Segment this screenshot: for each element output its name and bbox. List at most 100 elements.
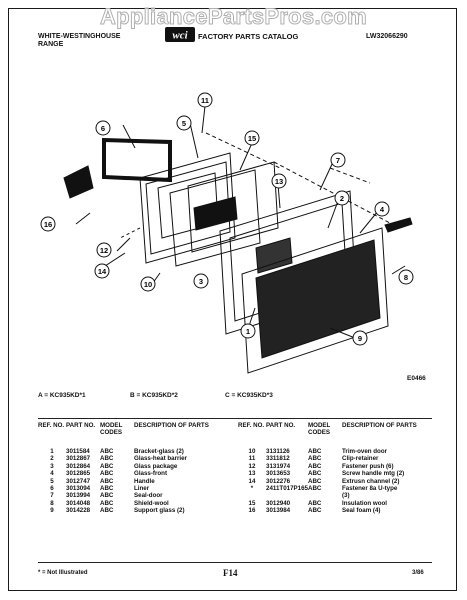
description-cell: Fastener push (6) xyxy=(341,462,394,470)
callout-5: 8 xyxy=(398,269,414,285)
ref-cell: 14 xyxy=(248,477,256,485)
catalog-title: FACTORY PARTS CATALOG xyxy=(198,32,299,41)
part-number-cell: 3013653 xyxy=(266,470,291,478)
callout-8: 7 xyxy=(330,152,346,168)
callout-13: 11 xyxy=(197,92,213,108)
model-key-c: C = KC935KD*3 xyxy=(225,392,273,399)
footnote: * = Not Illustrated xyxy=(38,570,88,576)
model-codes-cell: ABC xyxy=(307,499,322,507)
callout-6: 5 xyxy=(176,115,192,131)
svg-text:14: 14 xyxy=(98,267,107,276)
part-number-cell: 3012276 xyxy=(266,477,291,485)
model-codes-cell: ABC xyxy=(307,448,322,455)
callout-10: 9 xyxy=(352,330,368,346)
part-number-cell: 3012747 xyxy=(66,477,91,485)
ref-cell: 5 xyxy=(50,477,54,485)
col-model-header: MODEL CODES xyxy=(100,422,123,436)
table-top-rule xyxy=(38,418,432,420)
description-cell: Seal-door xyxy=(134,492,163,500)
table-bottom-rule xyxy=(38,562,432,564)
model-codes-cell: ABC xyxy=(100,455,114,463)
svg-text:1: 1 xyxy=(246,327,250,336)
description-cell: Glass-heat barrier xyxy=(134,455,187,463)
callout-4: 4 xyxy=(374,201,390,217)
ref-cell: 4 xyxy=(50,470,54,478)
description-cell: Extrusn channel (2) xyxy=(341,477,400,485)
description-cell: Support glass (2) xyxy=(134,507,185,515)
document-number: LW32066290 xyxy=(366,33,408,40)
description-cell: Bracket-glass (2) xyxy=(134,448,184,455)
front-glass-part xyxy=(241,227,389,374)
ref-cell: 9 xyxy=(50,507,54,515)
ref-cell: 10 xyxy=(248,448,256,455)
description-cell: Seal foam (4) xyxy=(341,507,381,515)
svg-text:11: 11 xyxy=(201,96,209,105)
table-row: (3) xyxy=(238,492,438,499)
callout-2: 2 xyxy=(334,190,350,206)
wci-logo: wci xyxy=(165,27,195,42)
svg-text:15: 15 xyxy=(248,134,256,143)
col-part-header: PART NO. xyxy=(266,422,296,429)
description-cell: Glass-front xyxy=(134,470,168,478)
part-number-cell: 3011584 xyxy=(66,448,90,455)
model-codes-cell: ABC xyxy=(100,499,114,507)
svg-text:wci: wci xyxy=(172,30,188,42)
part-number-cell: 3013094 xyxy=(66,485,91,493)
description-cell: Liner xyxy=(134,485,150,493)
callout-7: 6 xyxy=(95,120,111,136)
callout-11: 13 xyxy=(271,173,287,189)
model-codes-cell: ABC xyxy=(100,485,114,493)
parts-table-right: REF. NO. PART NO. MODEL CODES DESCRIPTIO… xyxy=(238,422,438,515)
brand-block: WHITE-WESTINGHOUSE RANGE xyxy=(38,33,168,49)
callout-16: 16 xyxy=(40,216,56,232)
ref-cell: 2 xyxy=(50,455,54,463)
ref-cell: 1 xyxy=(50,448,54,455)
description-cell: Shield-wool xyxy=(134,499,169,507)
svg-text:13: 13 xyxy=(275,177,283,186)
svg-text:3: 3 xyxy=(199,277,203,286)
table-row: 6 3013094 ABC Liner xyxy=(38,485,230,492)
page-number: F14 xyxy=(223,568,238,578)
part-number-cell: 3131974 xyxy=(266,462,291,470)
ref-cell: 11 xyxy=(248,455,256,463)
glass-package-part xyxy=(169,169,261,267)
description-cell: Handle xyxy=(134,477,155,485)
door-seal-part xyxy=(102,137,172,183)
part-number-cell: 3014228 xyxy=(66,507,91,515)
drawing-number: E0466 xyxy=(407,375,426,382)
svg-text:6: 6 xyxy=(101,124,105,133)
model-codes-cell: ABC xyxy=(100,492,114,500)
ref-cell: 15 xyxy=(248,499,256,507)
model-codes-cell: ABC xyxy=(307,462,322,470)
model-codes-cell xyxy=(308,492,342,499)
model-codes-cell: ABC xyxy=(307,470,322,478)
handle-part xyxy=(384,217,413,233)
table-row: 5 3012747 ABC Handle xyxy=(38,478,230,485)
part-number-cell: 3131126 xyxy=(266,448,290,455)
callout-1: 1 xyxy=(240,323,256,339)
col-desc-header: DESCRIPTION OF PARTS xyxy=(341,422,417,429)
part-number-cell: 3311812 xyxy=(266,455,290,463)
svg-text:4: 4 xyxy=(380,205,385,214)
page-border xyxy=(8,8,457,591)
oven-door-exploded-diagram: 11 6 5 15 7 13 2 4 16 12 14 8 10 3 1 9 xyxy=(40,92,414,374)
model-key-b: B = KC935KD*2 xyxy=(130,392,178,399)
description-cell: (3) xyxy=(341,492,350,500)
part-number-cell: 3012940 xyxy=(266,499,291,507)
callout-9: 10 xyxy=(140,276,156,292)
model-codes-cell: ABC xyxy=(100,477,114,485)
svg-text:12: 12 xyxy=(100,246,108,255)
ref-cell: 8 xyxy=(50,499,54,507)
brand-name: WHITE-WESTINGHOUSE xyxy=(38,33,121,40)
ref-cell: 6 xyxy=(50,485,54,493)
col-part-header: PART NO. xyxy=(66,422,96,429)
